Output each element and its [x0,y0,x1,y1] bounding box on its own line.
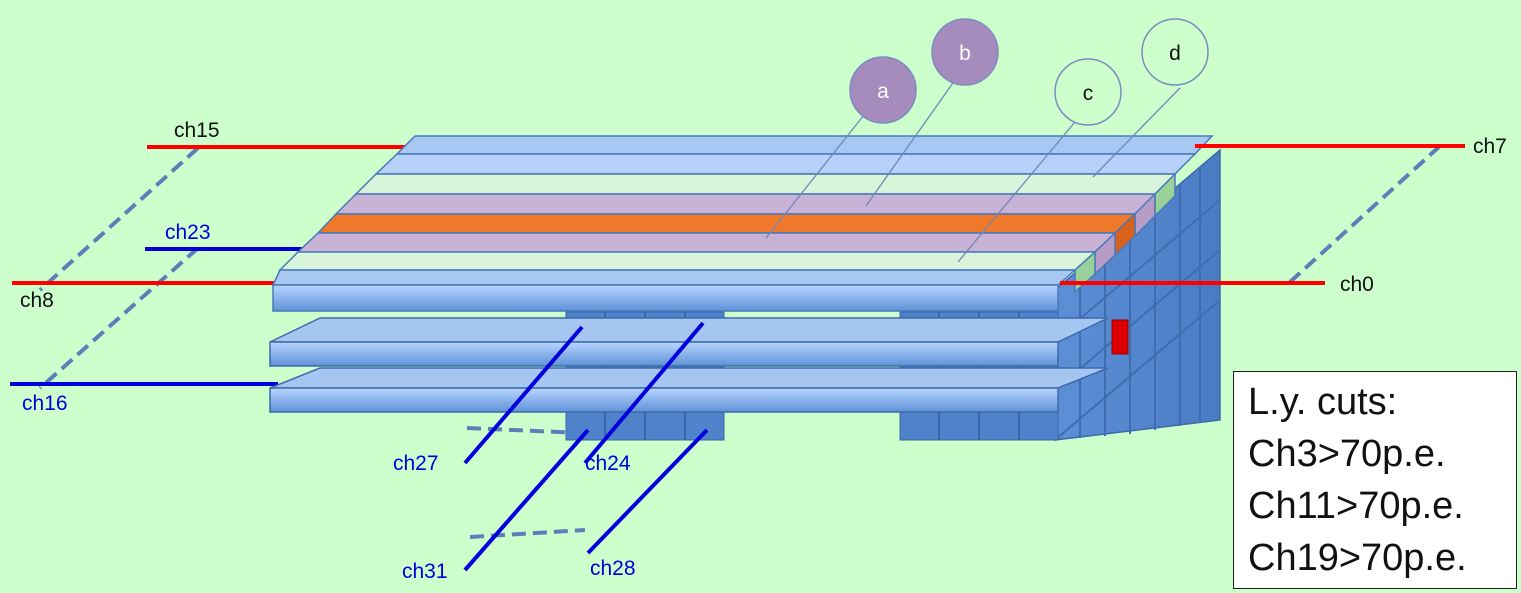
callout-c [1054,58,1122,126]
callout-c-label: c [1083,82,1094,105]
callout-a-label: a [877,80,889,103]
label-ch31: ch31 [402,560,448,583]
top-bar-c [278,251,1097,271]
channel-labels: ch15 ch23 ch8 ch16 ch7 ch0 ch27 ch24 ch3… [20,119,1507,583]
cuts-box: L.y. cuts: Ch3>70p.e. Ch11>70p.e. Ch19>7… [1233,371,1517,589]
ch27-line [463,325,584,465]
top-bar-d [354,173,1177,195]
cut-line-1: Ch3>70p.e. [1248,433,1446,475]
top-layer [271,135,1214,312]
dashed-ch15-ch8 [38,146,200,292]
cut-line-2: Ch11>70p.e. [1248,485,1464,527]
callout-leaders [765,79,1181,263]
top-bar-1 [395,135,1214,155]
ch31-line [463,428,590,572]
label-ch24: ch24 [585,452,631,475]
cuts-title: L.y. cuts: [1248,381,1398,423]
left-channel-lines [10,145,410,386]
callouts: a b c d [849,18,1209,126]
dashed-ch23-ch16 [38,246,200,390]
label-ch16: ch16 [22,392,68,415]
bottom-channel-lines [463,321,709,572]
callout-b [931,18,999,86]
ch24-line [583,321,705,465]
callout-d [1141,18,1209,86]
label-ch7: ch7 [1473,135,1507,158]
top-bar-a [296,232,1117,253]
cut-line-3: Ch19>70p.e. [1248,537,1467,579]
dashed-ch31-ch28 [469,528,586,539]
dashed-ch27-ch24 [466,426,583,435]
hit-marker [1111,319,1129,355]
lower-slabs [269,317,1109,413]
top-bar-2 [374,153,1197,175]
label-ch27: ch27 [393,452,439,475]
label-ch23: ch23 [165,221,211,244]
top-bar-b [334,193,1157,215]
callout-d-label: d [1169,42,1181,65]
right-channel-lines [1060,144,1465,285]
callout-a [849,56,917,124]
label-ch15: ch15 [174,119,220,142]
label-ch8: ch8 [20,289,54,312]
dashed-ch7-ch0 [1288,144,1442,284]
label-ch0: ch0 [1340,273,1374,296]
label-ch28: ch28 [590,557,636,580]
ch28-line [586,428,709,555]
dashed-connectors [38,144,1442,539]
top-bar-orange [316,213,1137,234]
callout-b-label: b [959,42,971,65]
